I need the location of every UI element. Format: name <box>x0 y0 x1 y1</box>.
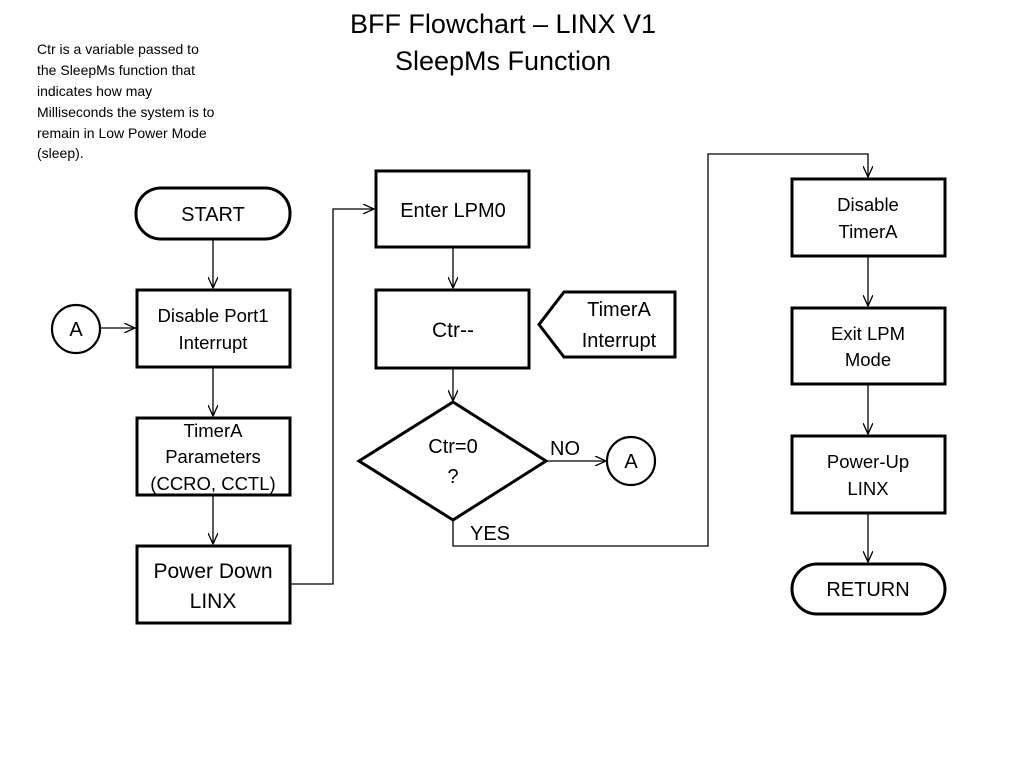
ctr-decrement-label: Ctr-- <box>432 319 474 342</box>
disable-port1-label-line2: Interrupt <box>179 332 248 353</box>
note-line: Ctr is a variable passed to <box>37 41 199 57</box>
note-line: indicates how may <box>37 83 152 99</box>
note-line: Milliseconds the system is to <box>37 104 215 120</box>
timera-interrupt-label-line1: TimerA <box>587 299 651 321</box>
disable-timera-label-line2: TimerA <box>839 221 899 242</box>
edge-label-no: NO <box>550 438 580 460</box>
decision-label-line2: ? <box>447 466 458 488</box>
edge-label-yes: YES <box>470 523 510 545</box>
disable-timera-label-line1: Disable <box>837 194 899 215</box>
connector-a-left: A <box>50 303 102 355</box>
timera-params-label-line3: (CCRO, CCTL) <box>150 473 275 494</box>
arrow-decision-yes-to-disable-timera <box>452 153 868 547</box>
power-down-process: Power Down LINX <box>135 544 292 625</box>
power-up-label-line2: LINX <box>847 478 888 499</box>
disable-port1-process: Disable Port1 Interrupt <box>135 288 292 369</box>
flow-connections <box>100 153 868 585</box>
timera-interrupt-input: TimerA Interrupt <box>537 290 677 359</box>
timera-interrupt-label-line2: Interrupt <box>582 330 657 352</box>
explanatory-note: Ctr is a variable passed to the SleepMs … <box>37 41 215 161</box>
disable-port1-label-line1: Disable Port1 <box>157 305 268 326</box>
note-line: remain in Low Power Mode <box>37 125 207 141</box>
timera-params-label-line1: TimerA <box>184 420 244 441</box>
note-line: (sleep). <box>37 145 84 161</box>
connector-a-right: A <box>605 435 657 487</box>
decision-label-line1: Ctr=0 <box>428 436 477 458</box>
connector-a-right-label: A <box>624 451 638 473</box>
return-label: RETURN <box>826 579 909 601</box>
exit-lpm-process: Exit LPM Mode <box>790 306 947 386</box>
exit-lpm-label-line2: Mode <box>845 349 891 370</box>
ctr-zero-decision: Ctr=0 ? <box>356 400 549 522</box>
diagram-title-line2: SleepMs Function <box>395 46 611 76</box>
start-label: START <box>181 204 245 226</box>
power-down-label-line2: LINX <box>190 590 237 613</box>
enter-lpm0-label: Enter LPM0 <box>400 200 506 222</box>
start-terminator: START <box>134 186 292 241</box>
arrow-power-down-to-enter-lpm0 <box>291 209 374 585</box>
timera-parameters-process: TimerA Parameters (CCRO, CCTL) <box>135 416 292 497</box>
timera-params-label-line2: Parameters <box>165 446 261 467</box>
return-terminator: RETURN <box>790 562 947 616</box>
diagram-title-line1: BFF Flowchart – LINX V1 <box>350 9 656 39</box>
connector-a-left-label: A <box>69 319 83 341</box>
exit-lpm-label-line1: Exit LPM <box>831 323 905 344</box>
power-up-process: Power-Up LINX <box>790 434 947 515</box>
power-down-label-line1: Power Down <box>153 560 272 583</box>
note-line: the SleepMs function that <box>37 62 195 78</box>
disable-timera-process: Disable TimerA <box>790 177 947 258</box>
ctr-decrement-process: Ctr-- <box>374 288 531 370</box>
power-up-label-line1: Power-Up <box>827 451 909 472</box>
enter-lpm0-process: Enter LPM0 <box>374 169 531 249</box>
